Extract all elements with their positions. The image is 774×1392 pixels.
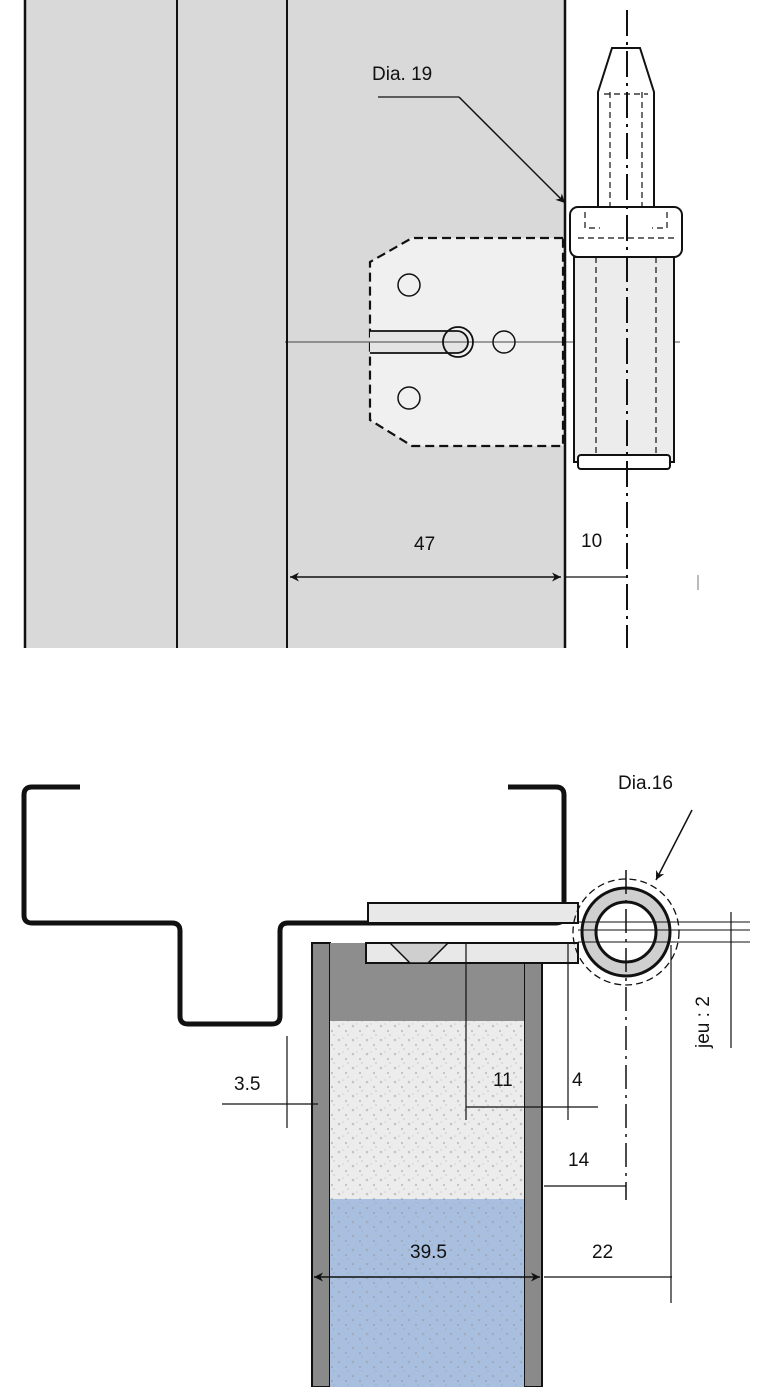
door-elevation-view: Dia. 19 47 10 [23,0,699,648]
jeu-label: jeu : 2 [693,996,714,1049]
dia19-arrow [458,96,566,204]
dim4-label: 4 [572,1070,583,1091]
frame-profile-right [523,942,543,1388]
dim22-label: 22 [592,1242,613,1263]
cross-section-view: jeu : 2 Dia.16 3.5 11 4 14 39.5 22 [21,773,750,1388]
dia16-arrow [655,809,693,881]
dim14-label: 14 [568,1150,590,1171]
insulation-white-texture [330,1021,524,1199]
hinge-leaf-upper [367,902,579,924]
dia19-label: Dia. 19 [372,64,432,85]
screw-hole-top [397,273,421,297]
barrel-end-cap [577,454,671,470]
dim10-label: 10 [581,531,602,552]
dia16-label: Dia.16 [618,773,673,794]
frame-profile-left [311,942,331,1388]
dim11-label: 11 [493,1070,513,1091]
collar-hidden-detail [578,212,674,239]
dim395-label: 39.5 [410,1242,447,1263]
screw-hole-bottom [397,386,421,410]
insulation-blue-texture [330,1199,524,1387]
dim35-label: 3.5 [234,1074,260,1095]
hinge-barrel [573,256,675,463]
dia16-dashed-ring [572,878,680,986]
dim47-label: 47 [414,534,435,555]
countersink [388,942,450,964]
